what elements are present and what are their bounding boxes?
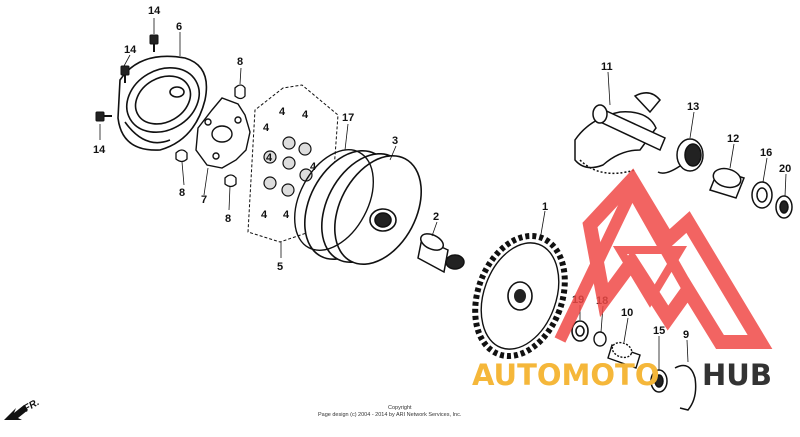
callout-8: 8 [237,56,243,68]
callout-4: 4 [283,209,290,221]
callout-11: 11 [601,61,613,73]
callout-16: 16 [760,147,772,159]
copyright-line2: Page design (c) 2004 - 2014 by ARI Netwo… [318,412,462,418]
callout-4: 4 [302,109,309,121]
watermark-text: AUTOMOTO HUB [472,358,772,392]
callout-15: 15 [653,325,665,337]
callout-4: 4 [310,161,317,173]
callout-12: 12 [727,133,739,145]
part-3-drive-face [303,149,423,266]
leader-lines [99,18,787,370]
callout-14: 14 [148,5,161,17]
callout-8: 8 [179,187,185,199]
callout-4: 4 [261,209,268,221]
part-12-collar [709,167,745,199]
watermark-text-right: HUB [702,358,772,392]
part-8-slider [175,84,246,188]
callout-5: 5 [277,261,283,273]
front-direction-arrow: FR. [4,397,41,420]
part-20-washer [775,195,793,219]
part-10-gear [607,341,641,369]
callout-14: 14 [93,144,106,156]
part-6-cover [117,55,208,151]
callout-17: 17 [342,112,354,124]
callout-1: 1 [542,201,548,213]
part-2-collar [417,233,465,274]
part-13-spring [657,138,704,174]
callout-4: 4 [279,106,286,118]
watermark-text-left: AUTOMOTO [472,358,659,392]
part-16-washer [751,181,773,209]
part-18-bushing [593,331,607,347]
callout-13: 13 [687,101,699,113]
part-11-spindle [574,92,666,175]
callout-2: 2 [433,211,439,223]
part-9-clip [674,364,697,411]
copyright-line1: Copyright [388,405,412,411]
part-15-washer [650,369,668,393]
part-14-bolt [95,34,159,122]
front-label: FR. [22,397,41,415]
callout-20: 20 [779,163,791,175]
callout-8: 8 [225,213,231,225]
copyright: Copyright Page design (c) 2004 - 2014 by… [318,405,462,418]
callout-9: 9 [683,329,689,341]
callout-7: 7 [201,194,207,206]
callout-4: 4 [266,152,273,164]
callout-10: 10 [621,307,633,319]
callout-6: 6 [176,21,182,33]
callout-4: 4 [263,122,270,134]
part-7-ramp-plate [195,97,251,169]
callout-3: 3 [392,135,398,147]
part-19-washer [571,320,589,342]
callout-14: 14 [124,44,137,56]
part-1-driven-gear [472,232,568,360]
watermark-logo [554,168,773,349]
part-17-ring [294,149,374,251]
